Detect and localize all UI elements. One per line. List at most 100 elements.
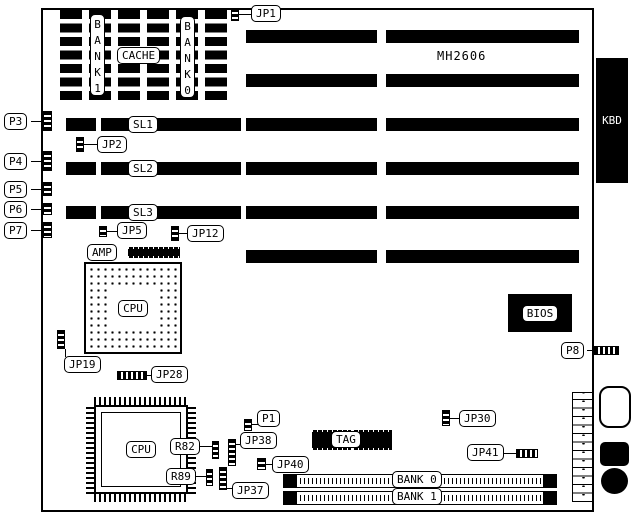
- simm-end-cap: [284, 475, 297, 487]
- leader-line: [450, 418, 459, 419]
- bank1-dip-label: BANK1: [90, 14, 105, 98]
- jp30-jumper-icon: [442, 410, 450, 426]
- power-connector: [572, 392, 593, 502]
- leader-line: [31, 209, 43, 210]
- leader-line: [236, 444, 240, 445]
- isa-slot-segment: [386, 162, 579, 175]
- cpu-qfp-label: CPU: [126, 441, 156, 458]
- p7-connector-icon: [43, 222, 52, 238]
- leader-line: [31, 121, 43, 122]
- jp2-jumper-icon: [76, 137, 84, 152]
- cache-label: CACHE: [117, 47, 161, 64]
- isa-slot-segment: [386, 250, 579, 263]
- isa-slot-segment: [66, 206, 96, 219]
- simm-end-cap: [543, 475, 556, 487]
- r82-resistor-icon: [212, 441, 219, 459]
- isa-slot-segment: [101, 206, 241, 219]
- jp41-label: JP41: [467, 444, 504, 461]
- p3-label: P3: [4, 113, 28, 130]
- din-connector-barrel: [601, 468, 628, 494]
- r89-label: R89: [166, 468, 196, 485]
- tag-label: TAG: [331, 431, 361, 448]
- leader-line: [147, 375, 152, 376]
- p4-label: P4: [4, 153, 28, 170]
- leader-line: [179, 233, 187, 234]
- sl2-label: SL2: [128, 160, 158, 177]
- p1-connector-icon: [244, 419, 252, 431]
- jp19-label: JP19: [64, 356, 101, 373]
- jp5-label: JP5: [117, 222, 147, 239]
- leader-line: [227, 488, 232, 489]
- din-connector: [600, 442, 629, 466]
- isa-slot-segment: [101, 162, 241, 175]
- simm-end-cap: [543, 492, 556, 504]
- isa-slot-segment: [386, 74, 579, 87]
- isa-slot-segment: [66, 162, 96, 175]
- tag-chip: [353, 430, 392, 450]
- isa-slot-segment: [386, 118, 579, 131]
- jp38-jumper-icon: [228, 439, 236, 466]
- leader-line: [31, 189, 43, 190]
- jp37-label: JP37: [232, 482, 269, 499]
- jp1-jumper-icon: [231, 8, 239, 21]
- leader-line: [107, 231, 117, 232]
- leader-line: [65, 349, 66, 357]
- leader-line: [252, 424, 258, 425]
- jp19-jumper-icon: [57, 330, 65, 349]
- board-model-label: MH2606: [437, 49, 487, 63]
- kbd-label: KBD: [602, 114, 622, 127]
- jp12-label: JP12: [187, 225, 224, 242]
- jp28-jumper-icon: [117, 371, 147, 380]
- bios-label: BIOS: [521, 304, 559, 322]
- jp2-label: JP2: [97, 136, 127, 153]
- isa-slot-segment: [246, 30, 377, 43]
- p1-label: P1: [257, 410, 281, 427]
- p4-connector-icon: [43, 151, 52, 171]
- leader-line: [504, 453, 516, 454]
- isa-slot-segment: [386, 30, 579, 43]
- simm-bank0-label: BANK 0: [392, 471, 442, 488]
- p5-label: P5: [4, 181, 28, 198]
- sl3-label: SL3: [128, 204, 158, 221]
- leader-line: [31, 230, 43, 231]
- p3-connector-icon: [43, 111, 52, 131]
- bios-chip: BIOS: [508, 294, 572, 332]
- isa-slot-segment: [246, 250, 377, 263]
- p8-label: P8: [561, 342, 585, 359]
- jp28-label: JP28: [151, 366, 188, 383]
- isa-slot-segment: [246, 162, 377, 175]
- leader-line: [84, 144, 97, 145]
- jp30-label: JP30: [459, 410, 496, 427]
- jp5-jumper-icon: [99, 226, 107, 237]
- simm-end-cap: [284, 492, 297, 504]
- dip-memory-grid: [60, 10, 227, 100]
- amp-label: AMP: [87, 244, 117, 261]
- kbd-connector: KBD: [596, 58, 628, 183]
- isa-slot-segment: [246, 118, 377, 131]
- jp38-label: JP38: [240, 432, 277, 449]
- p7-label: P7: [4, 222, 28, 239]
- leader-line: [266, 464, 273, 465]
- leader-line: [31, 161, 43, 162]
- isa-slot-segment: [386, 206, 579, 219]
- jp40-label: JP40: [272, 456, 309, 473]
- cpu-socket: CPU: [84, 262, 182, 354]
- p6-label: P6: [4, 201, 28, 218]
- jp12-jumper-icon: [171, 226, 179, 241]
- qfp-pin-comb: [86, 405, 94, 494]
- leader-line: [196, 476, 206, 477]
- leader-line: [200, 446, 212, 447]
- simm-bank1-label: BANK 1: [392, 488, 442, 505]
- amp-chip: [128, 247, 180, 258]
- jp37-jumper-icon: [219, 467, 227, 490]
- jp1-label: JP1: [251, 5, 281, 22]
- jp41-jumper-icon: [516, 449, 538, 458]
- leader-line: [587, 350, 595, 351]
- isa-slot-segment: [101, 118, 241, 131]
- battery: [599, 386, 631, 428]
- jp40-jumper-icon: [257, 458, 266, 470]
- qfp-pin-comb: [94, 397, 188, 405]
- bank0-dip-label: BANK0: [180, 16, 195, 100]
- qfp-pin-comb: [94, 494, 188, 502]
